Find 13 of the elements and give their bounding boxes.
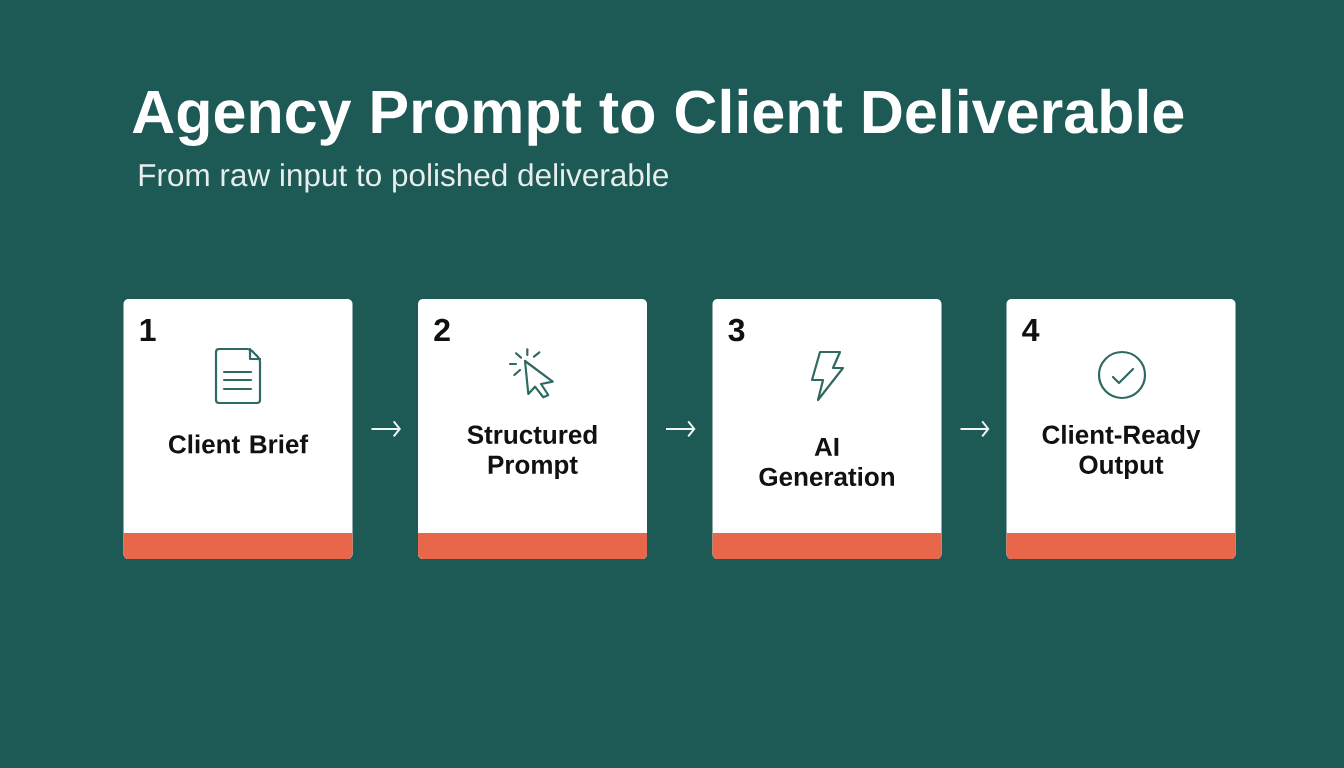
step-label: AI Generation <box>759 437 894 487</box>
title: Agency Prompt to Client Deliverable <box>132 88 1184 146</box>
step-label: Client Brief <box>169 434 309 454</box>
step-number: 4 <box>1022 319 1040 341</box>
step-number: 2 <box>434 318 450 341</box>
step-label: Client-Ready Output <box>1042 424 1201 480</box>
arrow <box>370 420 401 438</box>
arrow <box>665 420 696 438</box>
step-label: Structured Prompt <box>467 424 597 480</box>
subtitle: From raw input to polished deliverable <box>139 163 668 193</box>
step-number: 1 <box>140 319 156 341</box>
arrow <box>959 420 990 438</box>
step-number: 3 <box>728 318 745 342</box>
